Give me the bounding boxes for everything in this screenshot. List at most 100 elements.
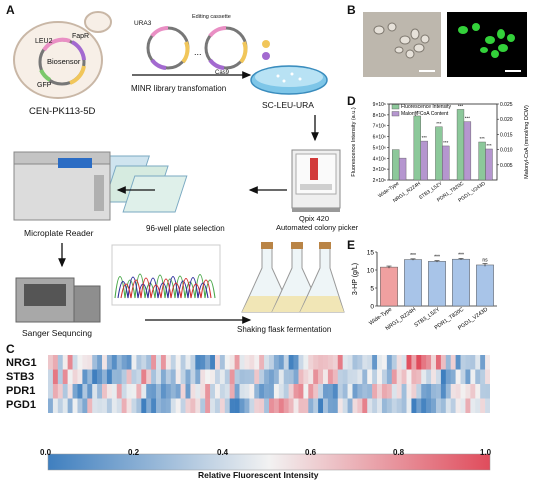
- heatmap-cell: [475, 355, 481, 370]
- heatmap-cell: [106, 369, 113, 385]
- heatmap-cell: [126, 384, 132, 399]
- heatmap-cell: [367, 355, 373, 370]
- heatmap-cell: [87, 398, 93, 413]
- heatmap-cell: [87, 384, 93, 399]
- y-tick-label: 8×10⁶: [373, 113, 386, 119]
- heatmap-cell: [48, 398, 54, 413]
- heatmap-cell: [116, 398, 122, 413]
- heatmap-cell: [102, 355, 108, 370]
- heatmap-cell: [283, 384, 289, 399]
- heatmap-cell: [48, 355, 54, 370]
- heatmap-cell: [210, 369, 216, 385]
- legend-swatch: [391, 111, 400, 117]
- heatmap-cell: [131, 384, 137, 399]
- yeast-cell-illustration: [13, 11, 112, 99]
- heatmap-cell: [92, 398, 98, 413]
- heatmap-cell: [102, 369, 108, 385]
- heatmap-cell: [126, 355, 132, 370]
- heatmap-cell: [475, 384, 481, 399]
- heatmap-cell: [475, 369, 481, 385]
- three-hp-bar: [452, 258, 470, 307]
- heatmap-cell: [327, 384, 334, 399]
- heatmap-cell: [455, 398, 461, 413]
- heatmap-cell: [160, 384, 167, 399]
- y-tick-label: 2×10⁶: [373, 178, 386, 184]
- heatmap-cell: [141, 355, 147, 370]
- heatmap-row-label: NRG1: [6, 357, 37, 369]
- heatmap-cell: [455, 355, 461, 370]
- heatmap-cell: [264, 384, 270, 399]
- three-hp-bar: [380, 266, 398, 307]
- y2-tick-label: 0.015: [500, 132, 513, 138]
- heatmap-cell: [332, 398, 339, 413]
- heatmap-cell: [283, 355, 289, 370]
- heatmap-cell: [318, 355, 324, 370]
- heatmap-cell: [185, 384, 191, 399]
- heatmap-cell: [141, 384, 147, 399]
- heatmap-cell: [200, 355, 206, 370]
- heatmap-cell: [92, 384, 98, 399]
- heatmap-cell: [195, 384, 201, 399]
- heatmap-cell: [426, 355, 432, 370]
- heatmap-cell: [303, 355, 309, 370]
- heatmap-cell: [219, 355, 226, 370]
- heatmap-cell: [416, 355, 422, 370]
- heatmap-cell: [391, 355, 397, 370]
- heatmap-cell: [195, 369, 201, 385]
- heatmap-cell: [160, 369, 167, 385]
- heatmap-cell: [273, 355, 280, 370]
- step-96-label: 96-well plate selection: [146, 224, 225, 233]
- heatmap-cell: [146, 384, 152, 399]
- heatmap-cell: [411, 369, 417, 385]
- y-tick-label: 4×10⁶: [373, 156, 386, 162]
- heatmap-cell: [416, 398, 422, 413]
- step-minr-label: MINR library transfomation: [131, 84, 227, 93]
- heatmap-cell: [210, 398, 216, 413]
- heatmap-cell: [239, 369, 245, 385]
- heatmap-cell: [87, 355, 93, 370]
- heatmap-cell: [259, 398, 265, 413]
- heatmap-cell: [214, 369, 221, 385]
- heatmap-cell: [160, 355, 167, 370]
- malonyl-bar: [398, 157, 407, 181]
- heatmap-cell: [82, 398, 88, 413]
- heatmap-cell: [180, 369, 186, 385]
- heatmap-cell: [210, 384, 216, 399]
- heatmap-cell: [62, 355, 68, 370]
- heatmap-cell: [249, 355, 255, 370]
- chromatogram-illustration: [111, 244, 221, 306]
- heatmap-cell: [460, 355, 466, 370]
- heatmap-cell: [352, 369, 358, 385]
- heatmap-cell: [249, 384, 255, 399]
- heatmap-cell: [367, 398, 373, 413]
- heatmap-cell: [372, 398, 378, 413]
- heatmap-cell: [362, 369, 368, 385]
- heatmap-cell: [229, 369, 235, 385]
- panel-c-letter: C: [6, 342, 15, 356]
- y2-tick-label: 0.010: [500, 148, 513, 154]
- heatmap-cell: [97, 355, 103, 370]
- heatmap-cell: [224, 369, 231, 385]
- microscopy-images: [363, 12, 527, 77]
- heatmap-cell: [116, 355, 122, 370]
- malonyl-bar: [420, 140, 428, 181]
- heatmap-cell: [352, 384, 358, 399]
- heatmap-cell: [455, 384, 461, 399]
- colorbar-tick: 0.2: [128, 448, 140, 457]
- heatmap-cell: [357, 355, 363, 370]
- heatmap-cell: [308, 355, 314, 370]
- heatmap-cell: [293, 369, 299, 385]
- heatmap-cell: [406, 398, 412, 413]
- heatmap-cell: [298, 369, 304, 385]
- three-hp-bar: [404, 259, 422, 307]
- heatmap-cell: [450, 355, 456, 370]
- heatmap-cell: [377, 398, 383, 413]
- qpix-name-label: Qpix 420: [299, 214, 330, 223]
- heatmap-cell: [386, 355, 393, 370]
- heatmap-cell: [151, 398, 157, 413]
- colorbar-tick: 1.0: [480, 448, 492, 457]
- heatmap-cell: [372, 384, 378, 399]
- heatmap-cell: [185, 355, 191, 370]
- heatmap-cell: [175, 398, 181, 413]
- fapr-label: FapR: [72, 33, 90, 40]
